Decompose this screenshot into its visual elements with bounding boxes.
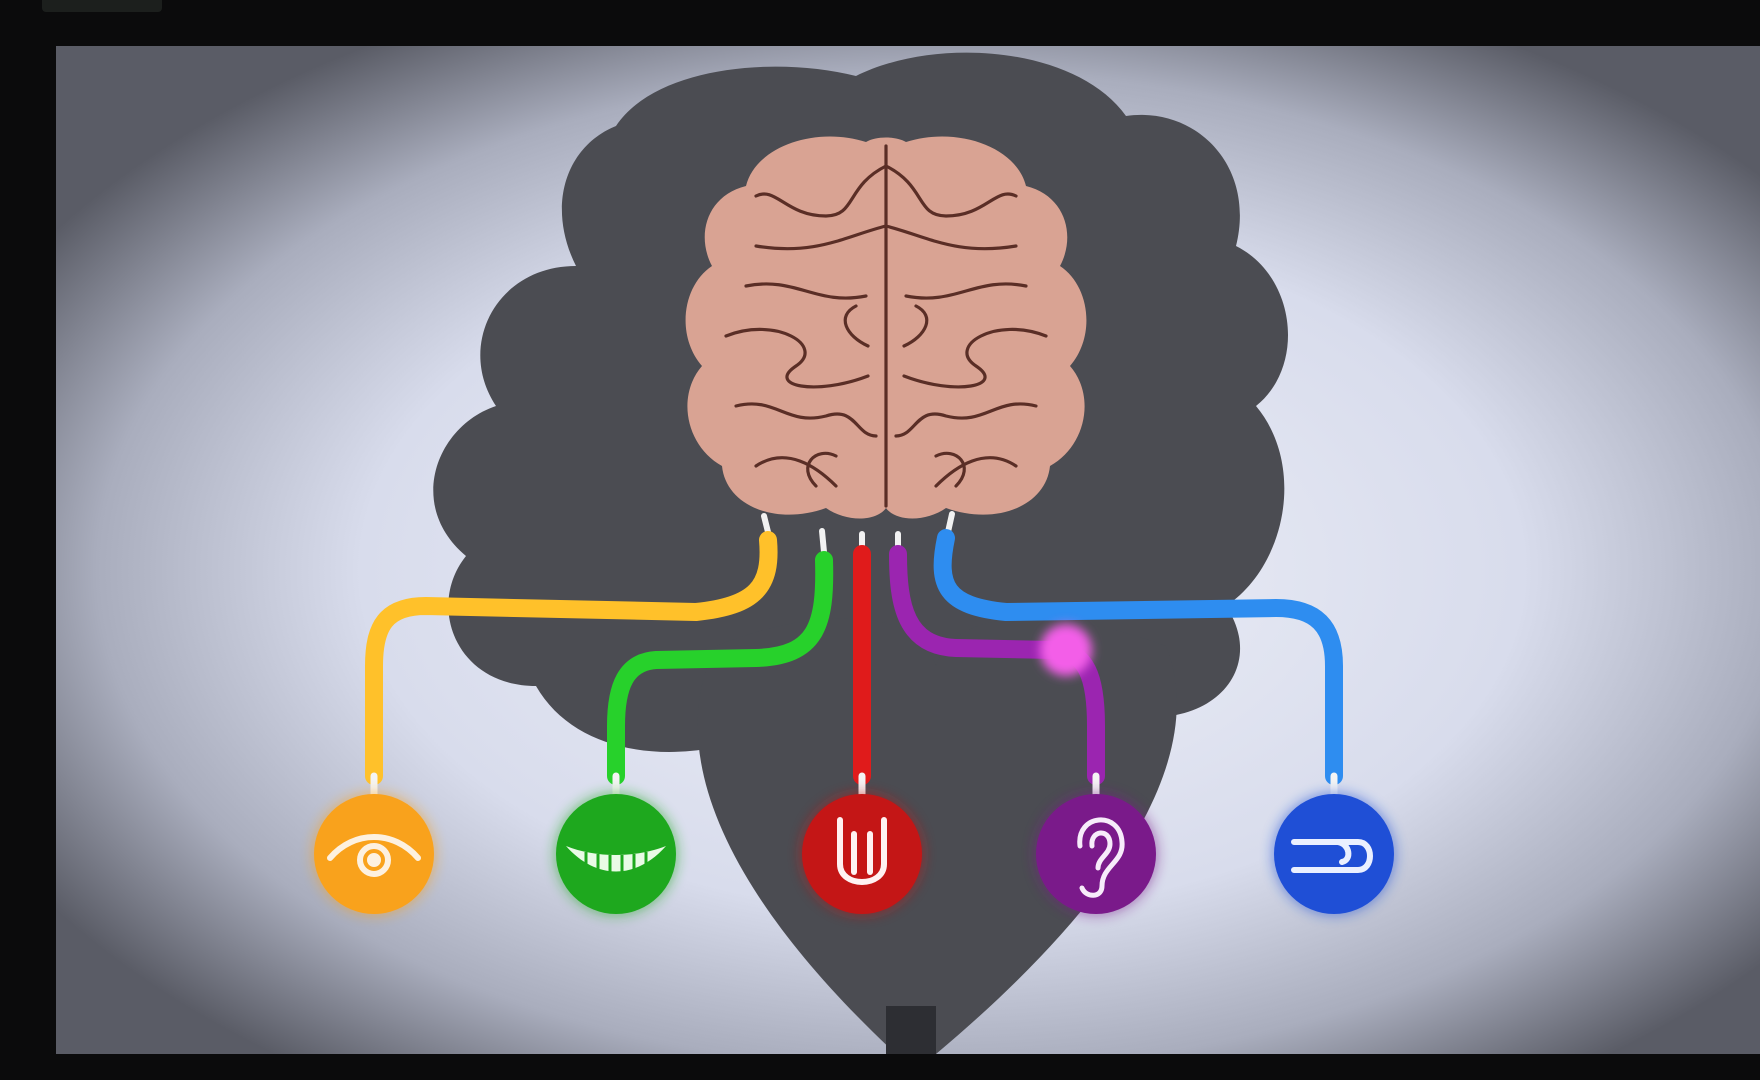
sense-finger — [1272, 792, 1396, 916]
eye-icon — [327, 834, 421, 877]
sense-eye — [312, 792, 436, 916]
finger-icon — [1291, 839, 1373, 873]
sense-nose — [800, 792, 924, 916]
webcam-bar — [42, 0, 162, 12]
sense-ear — [1034, 792, 1158, 916]
video-frame — [56, 46, 1760, 1054]
finger-nerve-line — [933, 529, 1343, 785]
signal-pulse — [1040, 624, 1092, 676]
mouth-nerve-line — [607, 551, 834, 785]
ear-nerve-line — [889, 545, 1105, 785]
ear-icon — [1077, 817, 1125, 898]
mouth-icon — [566, 846, 666, 872]
nose-icon — [837, 817, 887, 885]
senses-brain-diagram — [56, 46, 1760, 1054]
brain — [685, 136, 1087, 519]
sense-connectors — [370, 772, 1338, 798]
sense-mouth — [554, 792, 678, 916]
eye-nerve-line — [365, 531, 778, 785]
